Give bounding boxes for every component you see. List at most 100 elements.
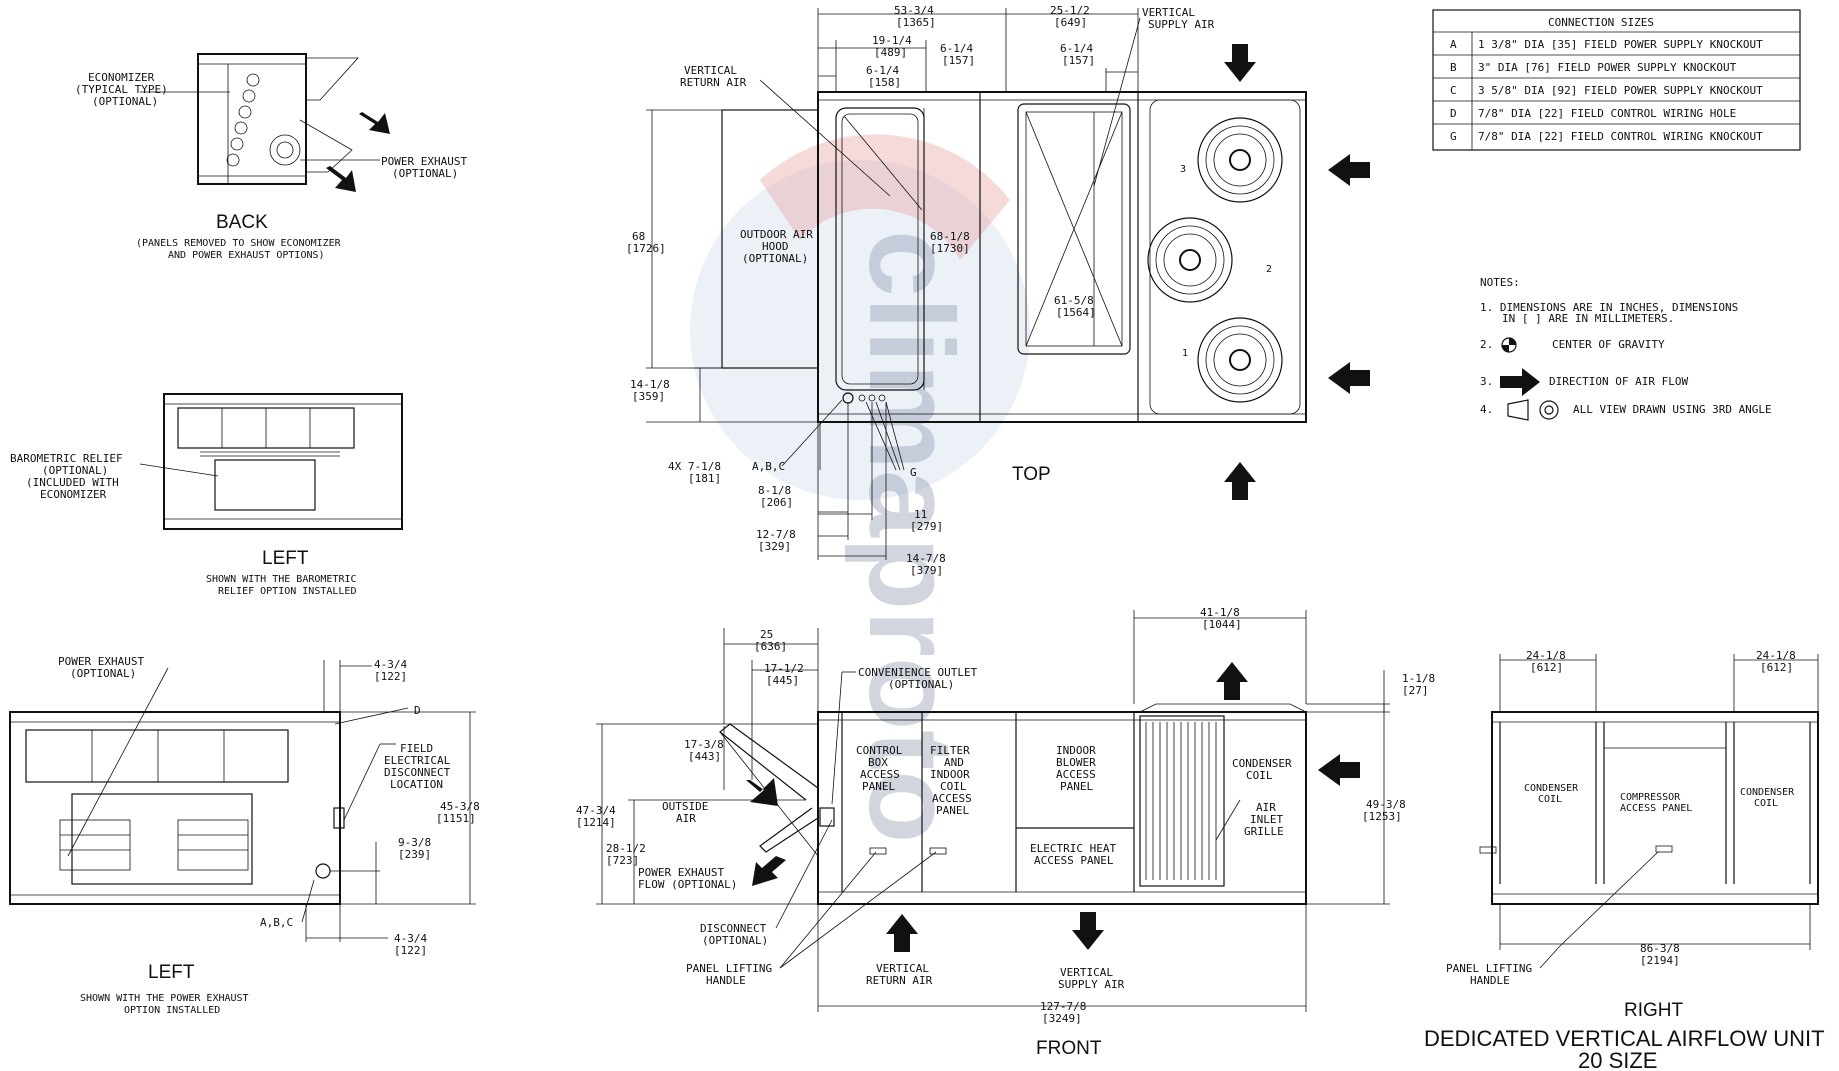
note-4-text: ALL VIEW DRAWN USING 3RD ANGLE bbox=[1573, 403, 1772, 416]
top-h68-2: [1726] bbox=[626, 242, 666, 255]
right-d241b-2: [612] bbox=[1760, 661, 1793, 674]
top-vra-2: RETURN AIR bbox=[680, 76, 747, 89]
right-lift-2: HANDLE bbox=[1470, 974, 1510, 987]
economizer-dampers bbox=[226, 73, 260, 167]
top-d6-1: 6-1/4 bbox=[1060, 42, 1093, 55]
front-grille-2: INLET bbox=[1250, 813, 1283, 826]
watermark: climaproto bbox=[690, 134, 1030, 843]
back-caption-1: (PANELS REMOVED TO SHOW ECONOMIZER bbox=[136, 238, 342, 249]
top-h68-1: 68 bbox=[632, 230, 645, 243]
top-vsa-1: VERTICAL bbox=[1142, 6, 1195, 19]
left-view-power-exhaust: POWER EXHAUST (OPTIONAL) 4-3/4 [122] D 4… bbox=[9, 655, 480, 1016]
right-lift-1: PANEL LIFTING bbox=[1446, 962, 1532, 975]
front-cond-1: CONDENSER bbox=[1232, 757, 1292, 770]
top-d11-1: 11 bbox=[914, 508, 927, 521]
left2-field-4: LOCATION bbox=[390, 778, 443, 791]
left2-field-1: FIELD bbox=[400, 742, 433, 755]
right-d241b-1: 24-1/8 bbox=[1756, 649, 1796, 662]
front-blower-2: BLOWER bbox=[1056, 756, 1096, 769]
left1-caption-2: RELIEF OPTION INSTALLED bbox=[218, 586, 356, 597]
top-vsa-2: SUPPLY AIR bbox=[1148, 18, 1215, 31]
left2-field-3: DISCONNECT bbox=[384, 766, 451, 779]
top-vra-1: VERTICAL bbox=[684, 64, 737, 77]
front-supply-arrow-icon bbox=[1072, 912, 1104, 950]
front-d493-1: 49-3/8 bbox=[1366, 798, 1406, 811]
left2-dim-bot-1: 4-3/4 bbox=[394, 932, 427, 945]
front-outside-1: OUTSIDE bbox=[662, 800, 708, 813]
front-outside-air-arrow-icon bbox=[746, 778, 778, 806]
top-d141-1: 14-1/8 bbox=[630, 378, 670, 391]
left2-pe-2: (OPTIONAL) bbox=[70, 667, 136, 680]
front-lift-1: PANEL LIFTING bbox=[686, 962, 772, 975]
note-3-num: 3. bbox=[1480, 375, 1493, 388]
back-economizer-1: ECONOMIZER bbox=[88, 71, 155, 84]
front-control-2: BOX bbox=[868, 756, 888, 769]
back-view-title: BACK bbox=[216, 212, 268, 233]
note-1b: IN [ ] ARE IN MILLIMETERS. bbox=[1502, 312, 1674, 325]
left-view-1-title: LEFT bbox=[262, 548, 309, 569]
left2-abc: A,B,C bbox=[260, 916, 293, 929]
left2-dim-mid-1: 9-3/8 bbox=[398, 836, 431, 849]
front-pex-1: POWER EXHAUST bbox=[638, 866, 724, 879]
left2-dim-h-2: [1151] bbox=[436, 812, 476, 825]
table-code-c: C bbox=[1450, 84, 1457, 97]
front-outlet-2: (OPTIONAL) bbox=[888, 678, 954, 691]
top-h615-1: 61-5/8 bbox=[1054, 294, 1094, 307]
front-disc-2: (OPTIONAL) bbox=[702, 934, 768, 947]
top-d147-1: 14-7/8 bbox=[906, 552, 946, 565]
watermark-text: climaproto bbox=[844, 230, 978, 843]
notes-title: NOTES: bbox=[1480, 276, 1520, 289]
front-vra-1: VERTICAL bbox=[876, 962, 929, 975]
front-lift-2: HANDLE bbox=[706, 974, 746, 987]
connection-sizes-table: CONNECTION SIZES A 1 3/8" DIA [35] FIELD… bbox=[1432, 9, 1801, 151]
table-desc-g: 7/8" DIA [22] FIELD CONTROL WIRING KNOCK… bbox=[1478, 130, 1763, 143]
note-4-num: 4. bbox=[1480, 403, 1493, 416]
front-filter-2: AND bbox=[944, 756, 964, 769]
front-d47-2: [1214] bbox=[576, 816, 616, 829]
front-d493-2: [1253] bbox=[1362, 810, 1402, 823]
front-blower-1: INDOOR bbox=[1056, 744, 1096, 757]
right-d86-2: [2194] bbox=[1640, 954, 1680, 967]
top-abc: A,B,C bbox=[752, 460, 785, 473]
front-view-title: FRONT bbox=[1036, 1038, 1102, 1059]
table-desc-c: 3 5/8" DIA [92] FIELD POWER SUPPLY KNOCK… bbox=[1478, 84, 1763, 97]
baro-label-2: (OPTIONAL) bbox=[42, 464, 108, 477]
right-d86-1: 86-3/8 bbox=[1640, 942, 1680, 955]
front-cond-2: COIL bbox=[1246, 769, 1273, 782]
note-2-num: 2. bbox=[1480, 338, 1493, 351]
front-vsa-2: SUPPLY AIR bbox=[1058, 978, 1125, 991]
front-d47-1: 47-3/4 bbox=[576, 804, 616, 817]
top-d141-2: [359] bbox=[632, 390, 665, 403]
right-view-title: RIGHT bbox=[1624, 1000, 1684, 1021]
top-arrow-down-icon bbox=[1224, 44, 1256, 82]
left1-caption-1: SHOWN WITH THE BAROMETRIC bbox=[206, 574, 357, 585]
top-d127-1: 12-7/8 bbox=[756, 528, 796, 541]
front-d28-2: [723] bbox=[606, 854, 639, 867]
front-control-3: ACCESS bbox=[860, 768, 900, 781]
left2-dim-mid-2: [239] bbox=[398, 848, 431, 861]
left2-dim-top-2: [122] bbox=[374, 670, 407, 683]
back-economizer-3: (OPTIONAL) bbox=[92, 95, 158, 108]
front-filter-4: COIL bbox=[940, 780, 967, 793]
front-d173-1: 17-3/8 bbox=[684, 738, 724, 751]
back-view: ECONOMIZER (TYPICAL TYPE) (OPTIONAL) POW… bbox=[75, 53, 467, 261]
front-blower-4: PANEL bbox=[1060, 780, 1093, 793]
top-d81-2: [206] bbox=[760, 496, 793, 509]
baro-label-4: ECONOMIZER bbox=[40, 488, 107, 501]
top-d4x-1: 4X 7-1/8 bbox=[668, 460, 721, 473]
right-view: CONDENSER COIL COMPRESSOR ACCESS PANEL C… bbox=[1424, 649, 1825, 1071]
left2-d-label: D bbox=[414, 704, 421, 717]
condenser-fans bbox=[1147, 117, 1283, 403]
front-d411-2: [1044] bbox=[1202, 618, 1242, 631]
top-arrow-left-icon-2 bbox=[1328, 362, 1370, 394]
top-view: 3 2 1 53-3/4 [1365] 25-1/2 [649] 19-1/4 … bbox=[626, 4, 1370, 577]
notes: NOTES: 1. DIMENSIONS ARE IN INCHES, DIME… bbox=[1480, 276, 1772, 421]
note-2-text: CENTER OF GRAVITY bbox=[1552, 338, 1665, 351]
left2-dim-top-1: 4-3/4 bbox=[374, 658, 407, 671]
left2-dim-bot-2: [122] bbox=[394, 944, 427, 957]
table-code-g: G bbox=[1450, 130, 1457, 143]
right-d241a-2: [612] bbox=[1530, 661, 1563, 674]
right-comp-2: ACCESS PANEL bbox=[1620, 803, 1692, 814]
top-d2-2: [649] bbox=[1054, 16, 1087, 29]
